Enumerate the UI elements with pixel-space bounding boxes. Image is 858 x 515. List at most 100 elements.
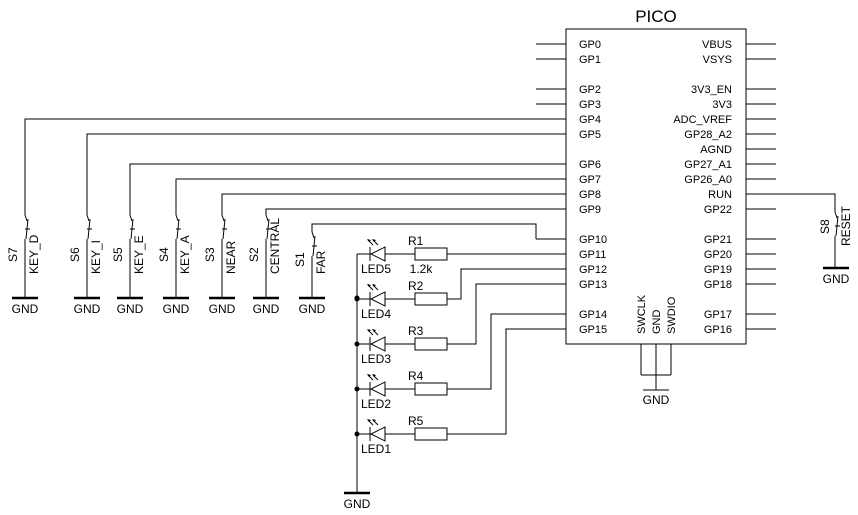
left-pin-label: GP12 [579,264,607,276]
left-pin-label: GP6 [579,159,601,171]
right-pin-label: GP27_A1 [684,159,732,171]
led-label: LED5 [361,262,391,276]
resistor-icon [414,337,448,351]
right-pin-label: VSYS [703,54,732,66]
pico-bottom-pins: SWCLK GND SWDIO GND [636,294,678,407]
resistor-label: R5 [408,414,424,428]
switch-name: FAR [314,250,328,274]
led-icon [369,291,386,307]
switch-gnd-label: GND [299,302,326,316]
resistor-label: R4 [408,369,424,383]
switch: S2 CENTRAL GND [247,214,282,316]
resistor-icon [414,247,448,261]
led-resistor-pair: LED4 R2 [354,279,448,321]
switch: S3 NEAR GND [203,214,238,316]
left-pin-label: GP11 [579,249,606,261]
right-pin-label: 3V3 [712,99,732,111]
switch-ref: S1 [293,252,307,267]
switch-ref: S3 [203,247,217,262]
right-pin-label: GP28_A2 [684,129,732,141]
led-icon [369,336,386,352]
left-pin-label: GP9 [579,204,601,216]
reset-switch-ref: S8 [818,219,832,234]
switch-name: KEY_I [89,240,103,274]
switch: S4 KEY_A GND [157,214,192,316]
led-gnd-label: GND [344,497,371,511]
left-pin-label: GP3 [579,99,601,111]
right-pin-label: VBUS [702,39,732,51]
swclk-pin-label: SWCLK [636,294,648,334]
switch-gnd-label: GND [163,302,190,316]
right-pin-label: GP21 [704,234,732,246]
right-pin-label: GP26_A0 [684,174,732,186]
reset-switch-name: RESET [839,205,853,246]
resistor-icon [414,292,448,306]
resistor-icon [414,382,448,396]
led-wires [447,253,536,435]
switch-ref: S7 [6,247,20,262]
led-label: LED4 [361,307,391,321]
pico-left-pins: GP0GP1GP2GP3GP4GP5GP6GP7GP8GP9GP10GP11GP… [536,39,607,336]
swdio-pin-label: SWDIO [666,296,678,334]
right-pin-label: AGND [700,144,732,156]
switch-name: KEY_A [178,235,192,274]
switch-name: KEY_E [132,235,146,274]
left-pin-label: GP15 [579,324,607,336]
switch: S1 FAR GND [293,231,328,316]
right-pin-label: 3V3_EN [691,84,732,96]
switch-name: KEY_D [27,234,41,274]
right-pin-label: GP20 [704,249,732,261]
right-pin-label: GP22 [704,204,732,216]
left-pin-label: GP4 [579,114,601,126]
left-pin-label: GP10 [579,234,607,246]
switch-ref: S6 [68,247,82,262]
switch-ref: S4 [157,247,171,262]
left-pin-label: GP14 [579,309,607,321]
switch-ref: S2 [247,247,261,262]
led-resistor-pair: LED5 R1 [354,234,448,301]
led-icon [369,426,386,442]
gnd-pin-label: GND [651,310,663,335]
right-pin-label: RUN [708,189,732,201]
resistor-label: R3 [408,324,424,338]
reset-switch: S8 RESET GND [776,193,853,286]
reset-gnd-label: GND [823,272,850,286]
resistor-label: R2 [408,279,424,293]
led-resistor-pair: LED1 R5 [354,414,448,456]
left-pin-label: GP13 [579,279,607,291]
switch-name: NEAR [224,240,238,274]
resistor-icon [414,427,448,441]
resistor-label: R1 [408,234,424,248]
led-label: LED1 [361,442,391,456]
right-pin-label: ADC_VREF [673,114,732,126]
left-pin-label: GP7 [579,174,601,186]
left-pin-label: GP0 [579,39,601,51]
switch-gnd-label: GND [117,302,144,316]
left-pin-label: GP2 [579,84,601,96]
switch-gnd-label: GND [209,302,236,316]
switch-gnd-label: GND [253,302,280,316]
right-pin-label: GP18 [704,279,732,291]
right-pin-label: GP19 [704,264,732,276]
pico-gnd-label: GND [643,393,670,407]
led-label: LED2 [361,397,391,411]
switch-name: CENTRAL [268,218,282,274]
left-pin-label: GP5 [579,129,601,141]
pico-title: PICO [635,7,677,26]
led-icon [369,381,386,397]
switch-wires [24,118,537,239]
pico-body [565,28,747,345]
right-pin-label: GP17 [704,309,732,321]
led-ground-rail: GND [344,254,371,511]
led-icon [369,246,386,262]
left-pin-label: GP1 [579,54,601,66]
resistor-value: 1.2k [410,262,434,276]
